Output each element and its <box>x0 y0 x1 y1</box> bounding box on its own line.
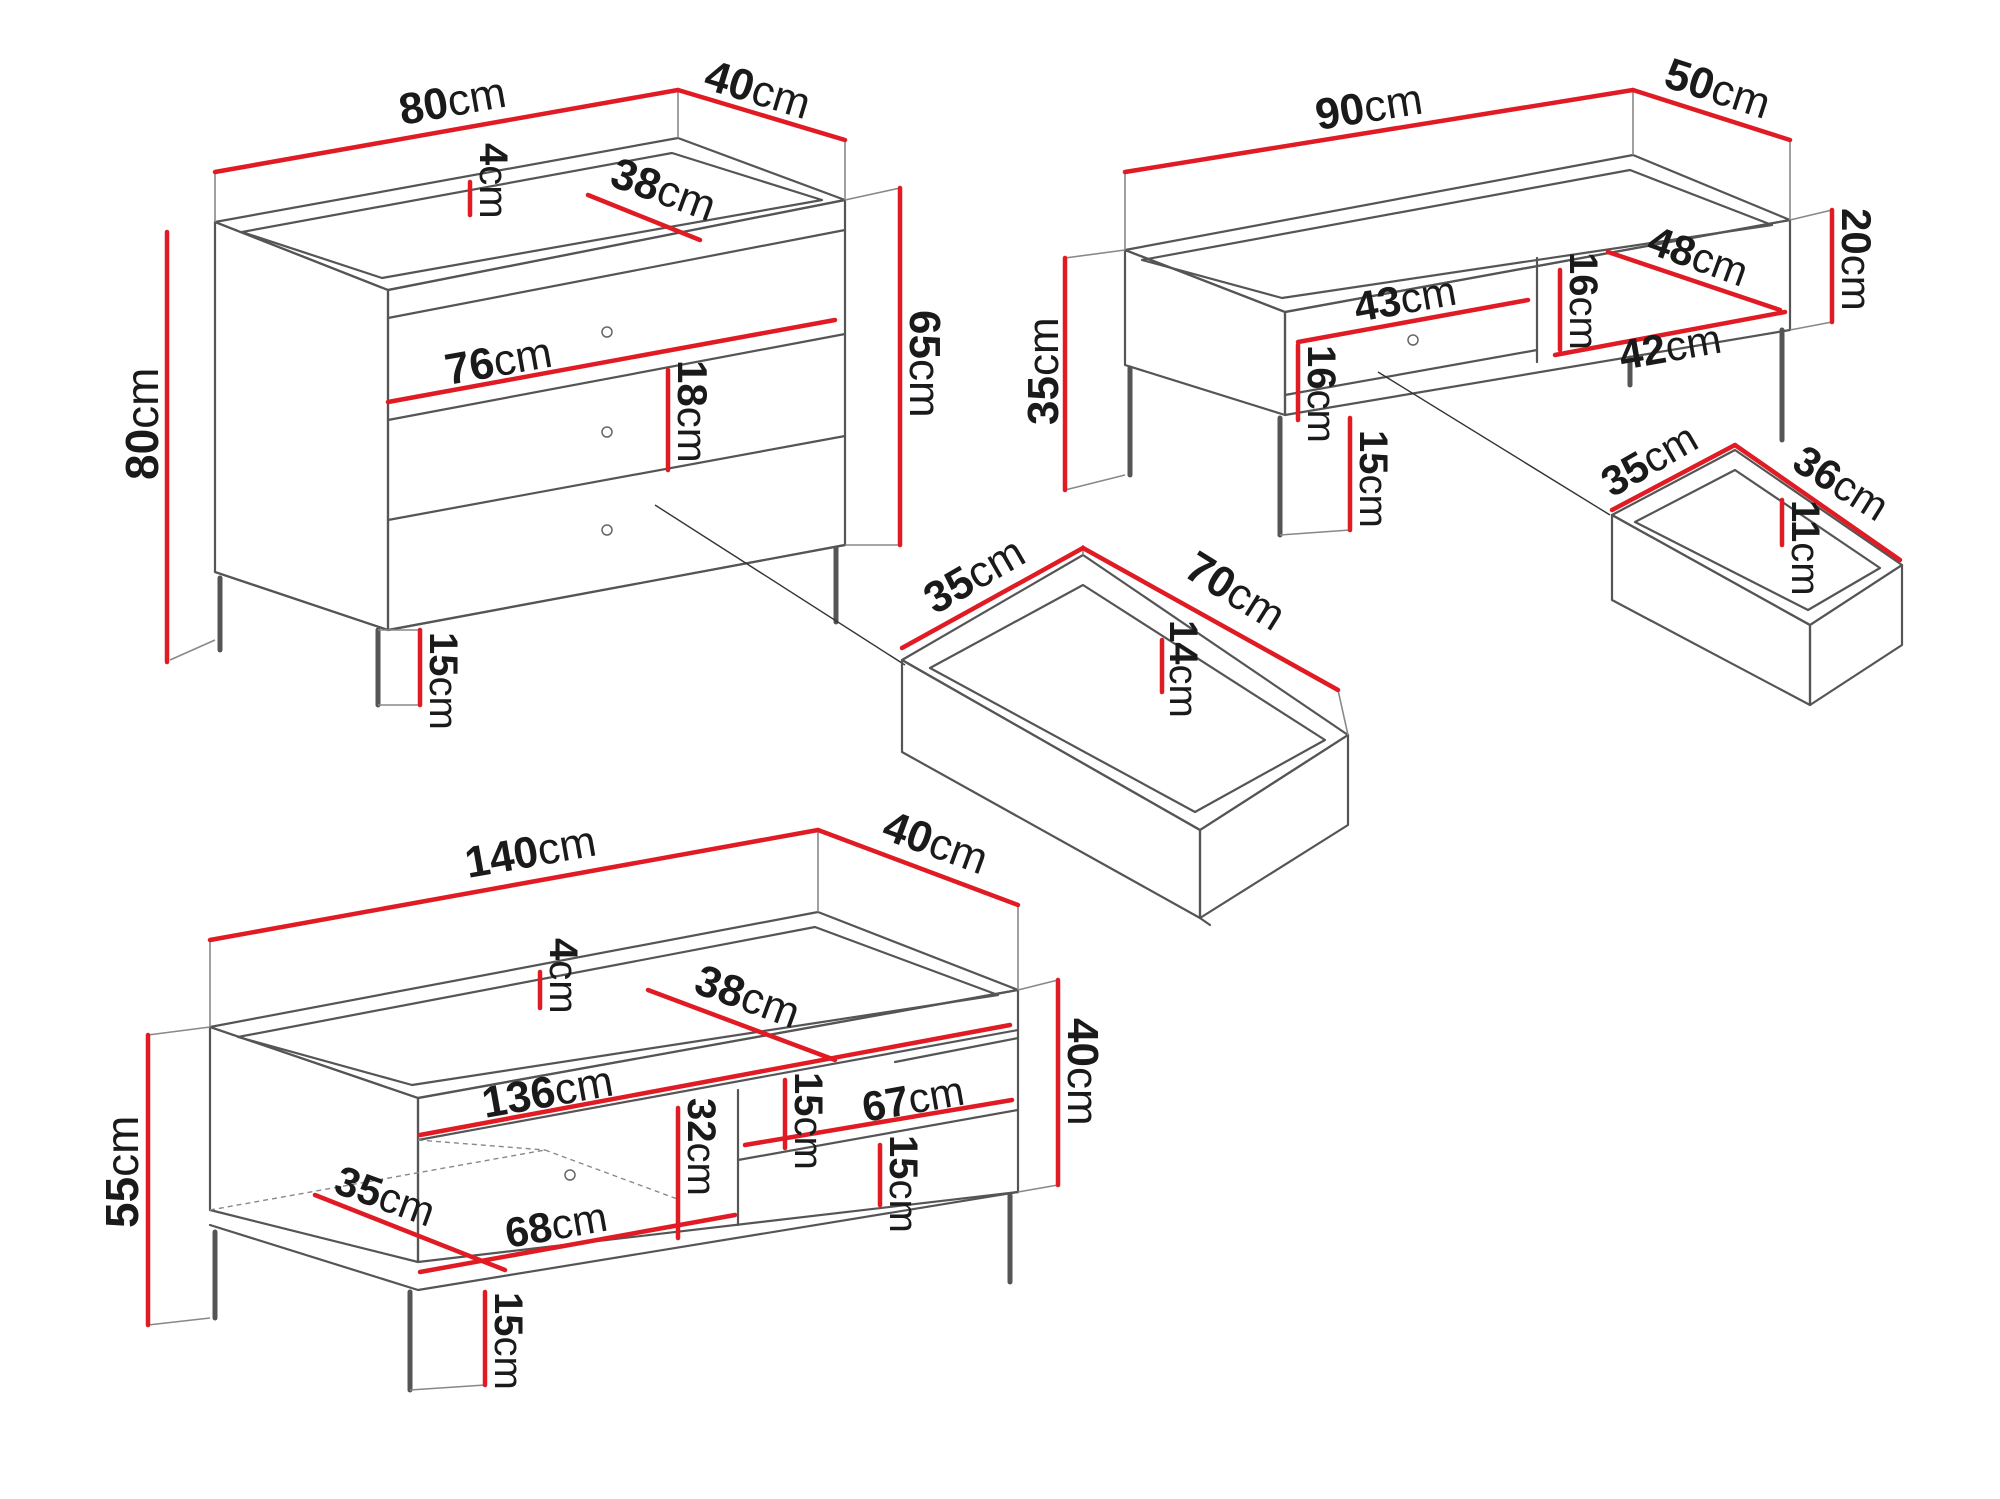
label-bench-leg: 15cm <box>486 1292 530 1390</box>
label-dresser-leg: 15cm <box>421 632 465 730</box>
drawer-large-drawing <box>900 545 1350 927</box>
label-tv-shelf-width: 42cm <box>1615 315 1724 379</box>
label-tv-drawer-height: 16cm <box>1299 345 1343 443</box>
label-tv-leg: 15cm <box>1351 430 1395 528</box>
bench-drawing <box>147 830 1059 1393</box>
label-tv-drawer-width: 43cm <box>1350 267 1459 331</box>
label-drawer-large-height: 14cm <box>1161 620 1205 718</box>
label-dresser-width: 80cm <box>395 68 509 135</box>
label-bench-width: 140cm <box>461 817 600 888</box>
label-bench-inner-width: 136cm <box>478 1057 617 1128</box>
tv-cabinet-drawing <box>1064 90 1833 538</box>
label-bench-shelf-gap2: 15cm <box>881 1135 925 1233</box>
dresser-dimensions: 80cm 40cm 4cm 38cm 76cm 18cm 80cm 65cm 1… <box>116 51 949 730</box>
label-bench-shelf-gap: 15cm <box>786 1072 830 1170</box>
label-tv-body-height: 20cm <box>1833 208 1880 311</box>
label-bench-body-height: 40cm <box>1058 1018 1107 1126</box>
label-tv-width: 90cm <box>1312 75 1426 140</box>
bench-dimensions: 140cm 40cm 4cm 38cm 136cm 32cm 15cm 67cm… <box>96 801 1107 1389</box>
label-dresser-inner-width: 76cm <box>441 328 555 395</box>
label-bench-bottom-width: 68cm <box>501 1193 610 1257</box>
drawer-small-drawing <box>1610 448 1904 707</box>
tv-cabinet-dimensions: 90cm 50cm 20cm 48cm 43cm 16cm 16cm 42cm … <box>1019 49 1880 533</box>
label-dresser-drawer-height: 18cm <box>669 360 716 463</box>
label-tv-compartment-height: 16cm <box>1561 252 1605 350</box>
label-dresser-body-height: 65cm <box>900 310 949 418</box>
label-bench-compartment-height: 32cm <box>679 1098 723 1196</box>
label-dresser-top-gap: 4cm <box>471 143 515 219</box>
label-dresser-depth: 40cm <box>699 51 816 129</box>
dresser-drawing <box>169 90 906 708</box>
label-tv-height: 35cm <box>1019 317 1068 425</box>
drawer-small-dimensions: 35cm 36cm 11cm <box>1593 414 1903 596</box>
label-drawer-small-height: 11cm <box>1783 500 1827 596</box>
label-bench-height: 55cm <box>96 1116 148 1229</box>
label-bench-top-gap: 4cm <box>541 938 585 1014</box>
label-dresser-inner-depth: 38cm <box>605 148 723 231</box>
label-dresser-height: 80cm <box>116 368 168 481</box>
label-bench-shelf-width: 67cm <box>858 1067 967 1131</box>
